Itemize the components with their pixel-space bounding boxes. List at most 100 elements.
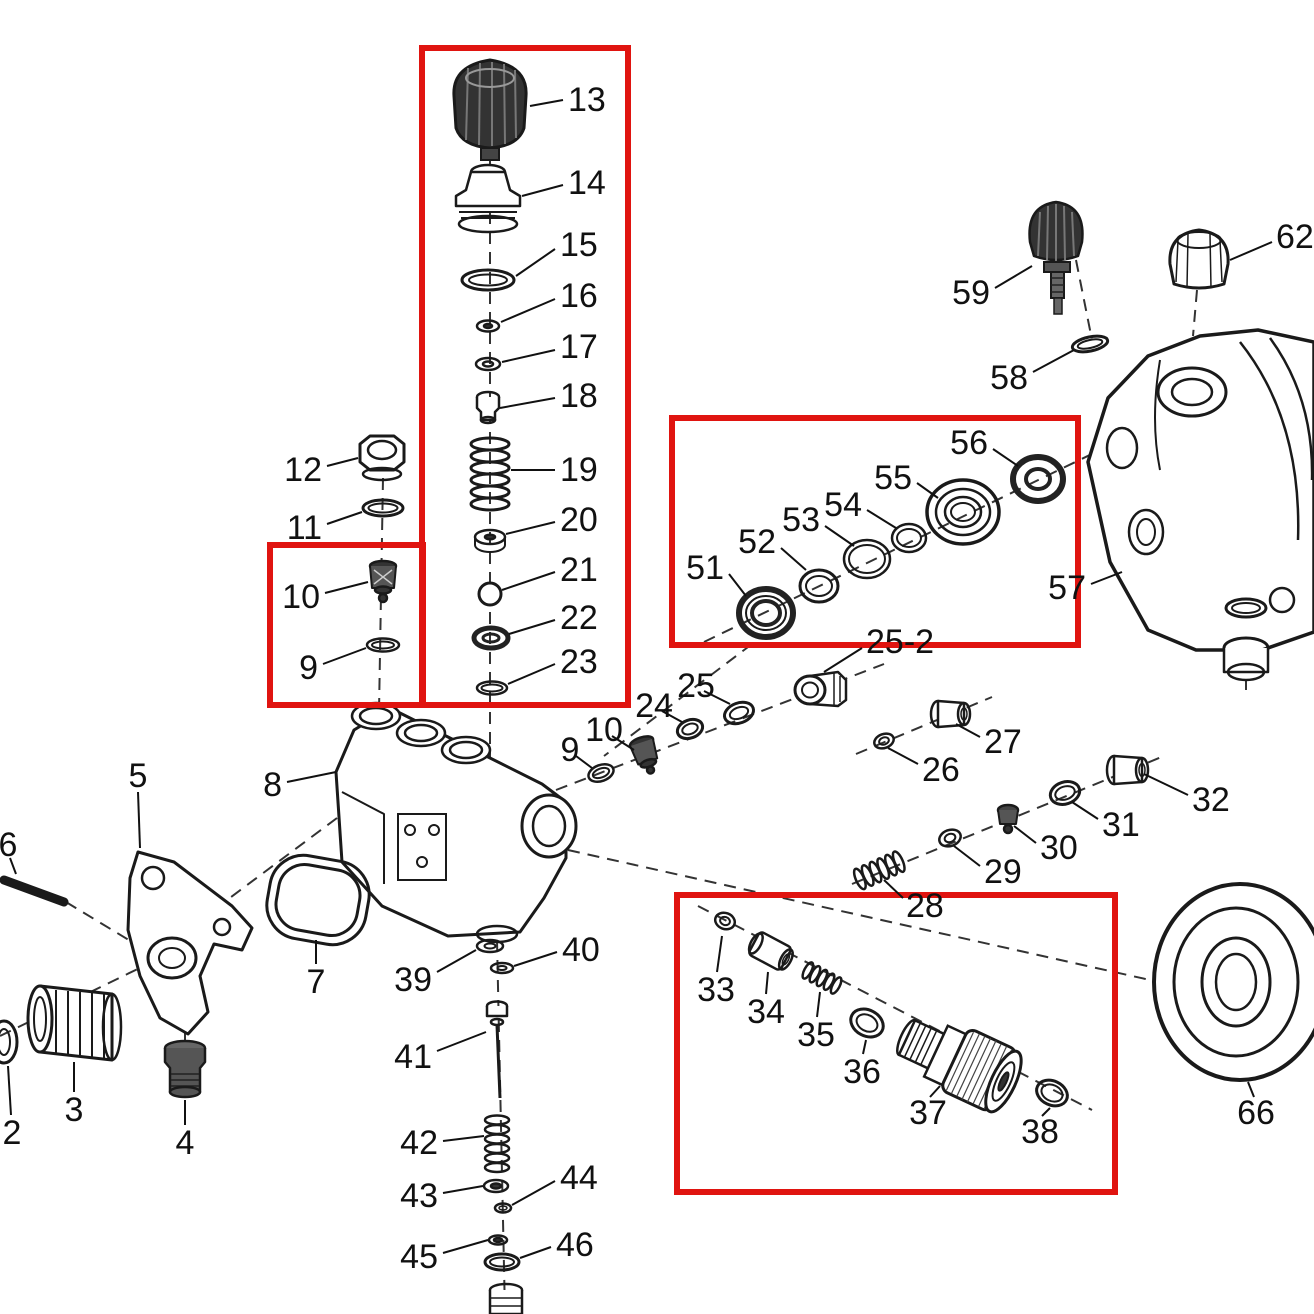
knob-59-collar [1043,261,1071,273]
part-label-23: 23 [560,643,598,681]
part-label-24: 24 [635,687,673,725]
knob-59-tip [1053,297,1063,315]
manifold-bolt [428,824,440,836]
part-label-11: 11 [287,509,322,547]
label-leader-9 [575,755,593,769]
label-leader-45 [442,1239,489,1254]
part-label-7: 7 [307,963,326,1001]
part-label-41: 41 [394,1038,432,1076]
washer-17-hole [481,360,495,368]
label-leader-11 [326,511,363,525]
oring-46-inner [489,1256,515,1268]
part-label-59: 59 [952,274,990,312]
label-leader-12 [326,457,359,467]
housing-hole [1127,508,1165,556]
label-leader-25 [703,690,731,705]
washer-29 [938,828,962,848]
knob-62-facet [1219,239,1223,283]
knob-59-rib [1037,211,1041,257]
label-leader-32 [1143,773,1189,796]
handle-boss-inner [158,947,186,969]
valve-30-body [997,809,1019,825]
label-leader-10 [611,735,635,751]
part-label-17: 17 [560,328,598,366]
washer-16-hole [482,322,494,330]
seal-51-mid [745,595,787,631]
label-leader-34 [765,971,769,995]
axis-dashline-11 [1192,289,1198,337]
manifold-side-port [520,793,578,859]
part-label-57: 57 [1048,569,1086,607]
washer-26-inner [878,736,890,746]
highlight-box-4 [674,892,1118,1195]
knob-59-rib [1071,211,1075,257]
spring-19 [469,496,511,512]
valve-41-body [485,1006,509,1018]
part-label-34: 34 [747,993,785,1031]
label-leader-54 [866,509,897,529]
label-leader-58 [1032,349,1075,373]
label-leader-28 [883,879,904,899]
highlight-box-1 [419,45,631,708]
label-leader-24 [661,710,683,723]
label-leader-14 [521,184,564,197]
coupler-37-knurl [956,1036,986,1097]
washer-16 [475,319,501,333]
housing-top-port [1156,366,1228,418]
part-label-10: 10 [585,711,623,749]
knob-62-top [1176,231,1222,249]
part-label-4: 4 [176,1124,195,1162]
spring-42 [483,1152,511,1164]
oring-15 [460,268,516,292]
oring-9-inner [371,640,395,650]
coupler-37-thread [909,1026,927,1060]
seal-22 [471,625,511,651]
valve-10-cross [373,569,393,585]
label-leader-36 [862,1039,867,1055]
coupler-37-bore [997,1071,1010,1092]
part-label-22: 22 [560,599,598,637]
seal-22-inner [481,632,501,644]
axis-dashline-17 [65,901,143,949]
highlight-box-2 [267,542,426,708]
valve-10-tip [377,592,389,604]
valve-30-tip [1002,823,1014,835]
knob-13-rib [514,69,517,139]
cylinder-34-end [747,932,764,955]
wheel-66-rim [1172,906,1300,1058]
part-label-21: 21 [560,551,598,589]
wheel-66-bore [1214,952,1258,1012]
oring-11 [361,498,405,518]
fitting-under-housing-bottom [1226,662,1266,682]
oring-9b [587,763,615,783]
housing-hole [1105,426,1139,470]
label-leader-31 [1071,801,1099,820]
oring-58 [1070,334,1110,354]
gasket-7-outer [265,853,371,947]
piston-18-body [475,397,501,422]
plug-12-top [366,439,398,461]
fitting-25-2-face [793,674,827,706]
oring-9 [365,637,401,653]
part-label-40: 40 [562,931,600,969]
manifold-side-port-inner [531,804,567,848]
knob-13 [452,58,528,150]
knob-13-rib [478,62,481,146]
label-leader-55 [916,482,939,499]
oring-54-inner [896,528,922,548]
oring-9b-inner [591,766,611,780]
part-label-45: 45 [400,1238,438,1276]
spring-42 [483,1123,511,1136]
oring-38-inner [1040,1083,1064,1103]
part-label-20: 20 [560,501,598,539]
housing-body [1086,328,1314,652]
part-label-16: 16 [560,277,598,315]
coupler-37-knurl [945,1031,975,1091]
coupler-37-face-ring [991,1061,1016,1102]
oring-52 [798,568,840,604]
label-leader-37 [929,1085,941,1098]
ring-44 [493,1202,513,1214]
axis-dashline-7 [603,643,753,757]
